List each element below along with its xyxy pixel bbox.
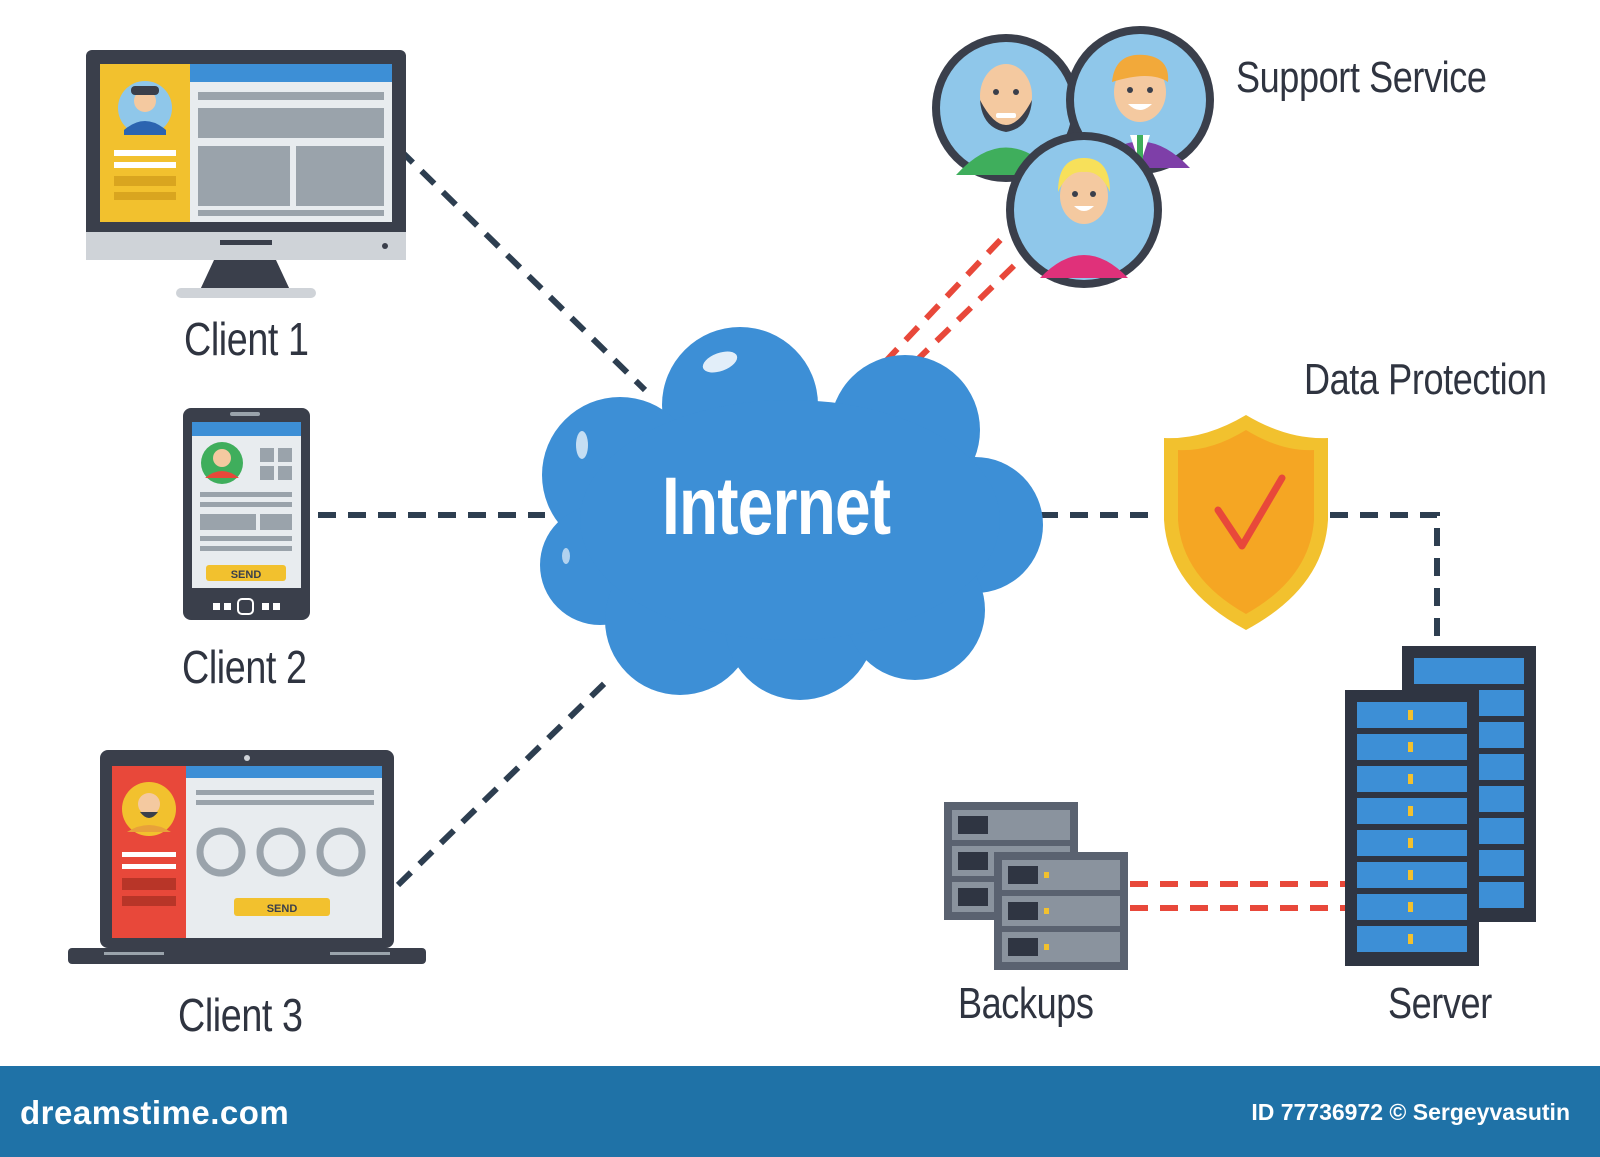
laptop-icon: SEND [68,750,426,964]
laptop-send-button: SEND [267,903,298,915]
tablet-icon: SEND [183,408,310,620]
backup-storage-icon [944,802,1128,970]
client-2-label: Client 2 [182,641,307,693]
link-client1-internet [397,147,648,393]
support-agent-3-icon [1006,132,1162,288]
link-internet-support-b [912,252,1028,365]
footer-bar: dreamstime.com ID 77736972 © Sergeyvasut… [0,1066,1600,1157]
footer-logo: dreamstime.com [20,1094,290,1131]
network-diagram: SEND SEND [68,26,1536,970]
client-1-label: Client 1 [184,313,309,365]
link-internet-support-a [882,232,1008,365]
internet-cloud [540,327,1043,700]
link-client3-internet [395,675,613,888]
tablet-send-button: SEND [231,569,262,581]
internet-label: Internet [662,461,891,552]
connections [318,147,1440,911]
client-3-label: Client 3 [178,989,303,1041]
shield-check-icon [1164,415,1328,630]
support-team-avatars-icon [932,26,1214,288]
footer-credit: ID 77736972 © Sergeyvasutin [1251,1099,1570,1125]
server-label: Server [1388,979,1492,1028]
server-rack-icon [1345,646,1536,966]
link-protection-server [1330,512,1440,640]
data-protection-label: Data Protection [1304,355,1547,404]
support-service-label: Support Service [1236,53,1487,102]
backups-label: Backups [958,979,1094,1028]
desktop-monitor-icon [86,50,406,298]
